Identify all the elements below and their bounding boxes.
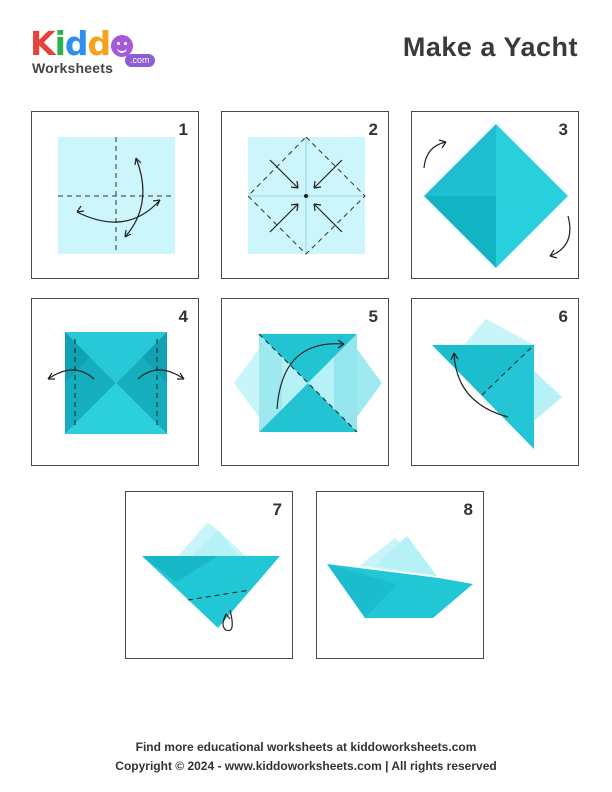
footer-promo: Find more educational worksheets at kidd… [135, 740, 477, 754]
step-number: 4 [178, 307, 188, 326]
step-7-panel: 7 [125, 491, 293, 659]
step-5-illustration [234, 333, 382, 433]
step-2-panel: 2 [221, 111, 389, 279]
step-2-illustration [247, 136, 366, 255]
step-4-illustration [47, 332, 185, 434]
step-8-illustration [327, 536, 473, 618]
logo-badge: .com [125, 54, 155, 67]
step-5-panel: 5 [221, 298, 389, 466]
step-number: 8 [463, 500, 473, 519]
step-number: 1 [178, 120, 188, 139]
step-8-panel: 8 [316, 491, 484, 659]
step-7-illustration [142, 522, 280, 632]
step-1-illustration [58, 137, 175, 254]
step-number: 3 [558, 120, 568, 139]
smiley-face-icon [111, 35, 134, 57]
logo-subtitle: Worksheets [32, 60, 114, 76]
step-6-panel: 6 [411, 298, 579, 466]
logo-wordmark: Kidd [30, 26, 134, 62]
step-1-panel: 1 [31, 111, 199, 279]
page-title: Make a Yacht [402, 32, 578, 62]
kiddo-worksheets-logo: Kidd Worksheets .com [30, 26, 160, 78]
step-number: 5 [368, 307, 378, 326]
step-6-illustration [432, 319, 562, 449]
footer-copyright: Copyright © 2024 - www.kiddoworksheets.c… [115, 759, 497, 773]
step-4-panel: 4 [31, 298, 199, 466]
step-3-panel: 3 [411, 111, 579, 279]
step-number: 7 [272, 500, 282, 519]
step-3-illustration [423, 124, 571, 268]
step-number: 2 [368, 120, 378, 139]
step-number: 6 [558, 307, 568, 326]
